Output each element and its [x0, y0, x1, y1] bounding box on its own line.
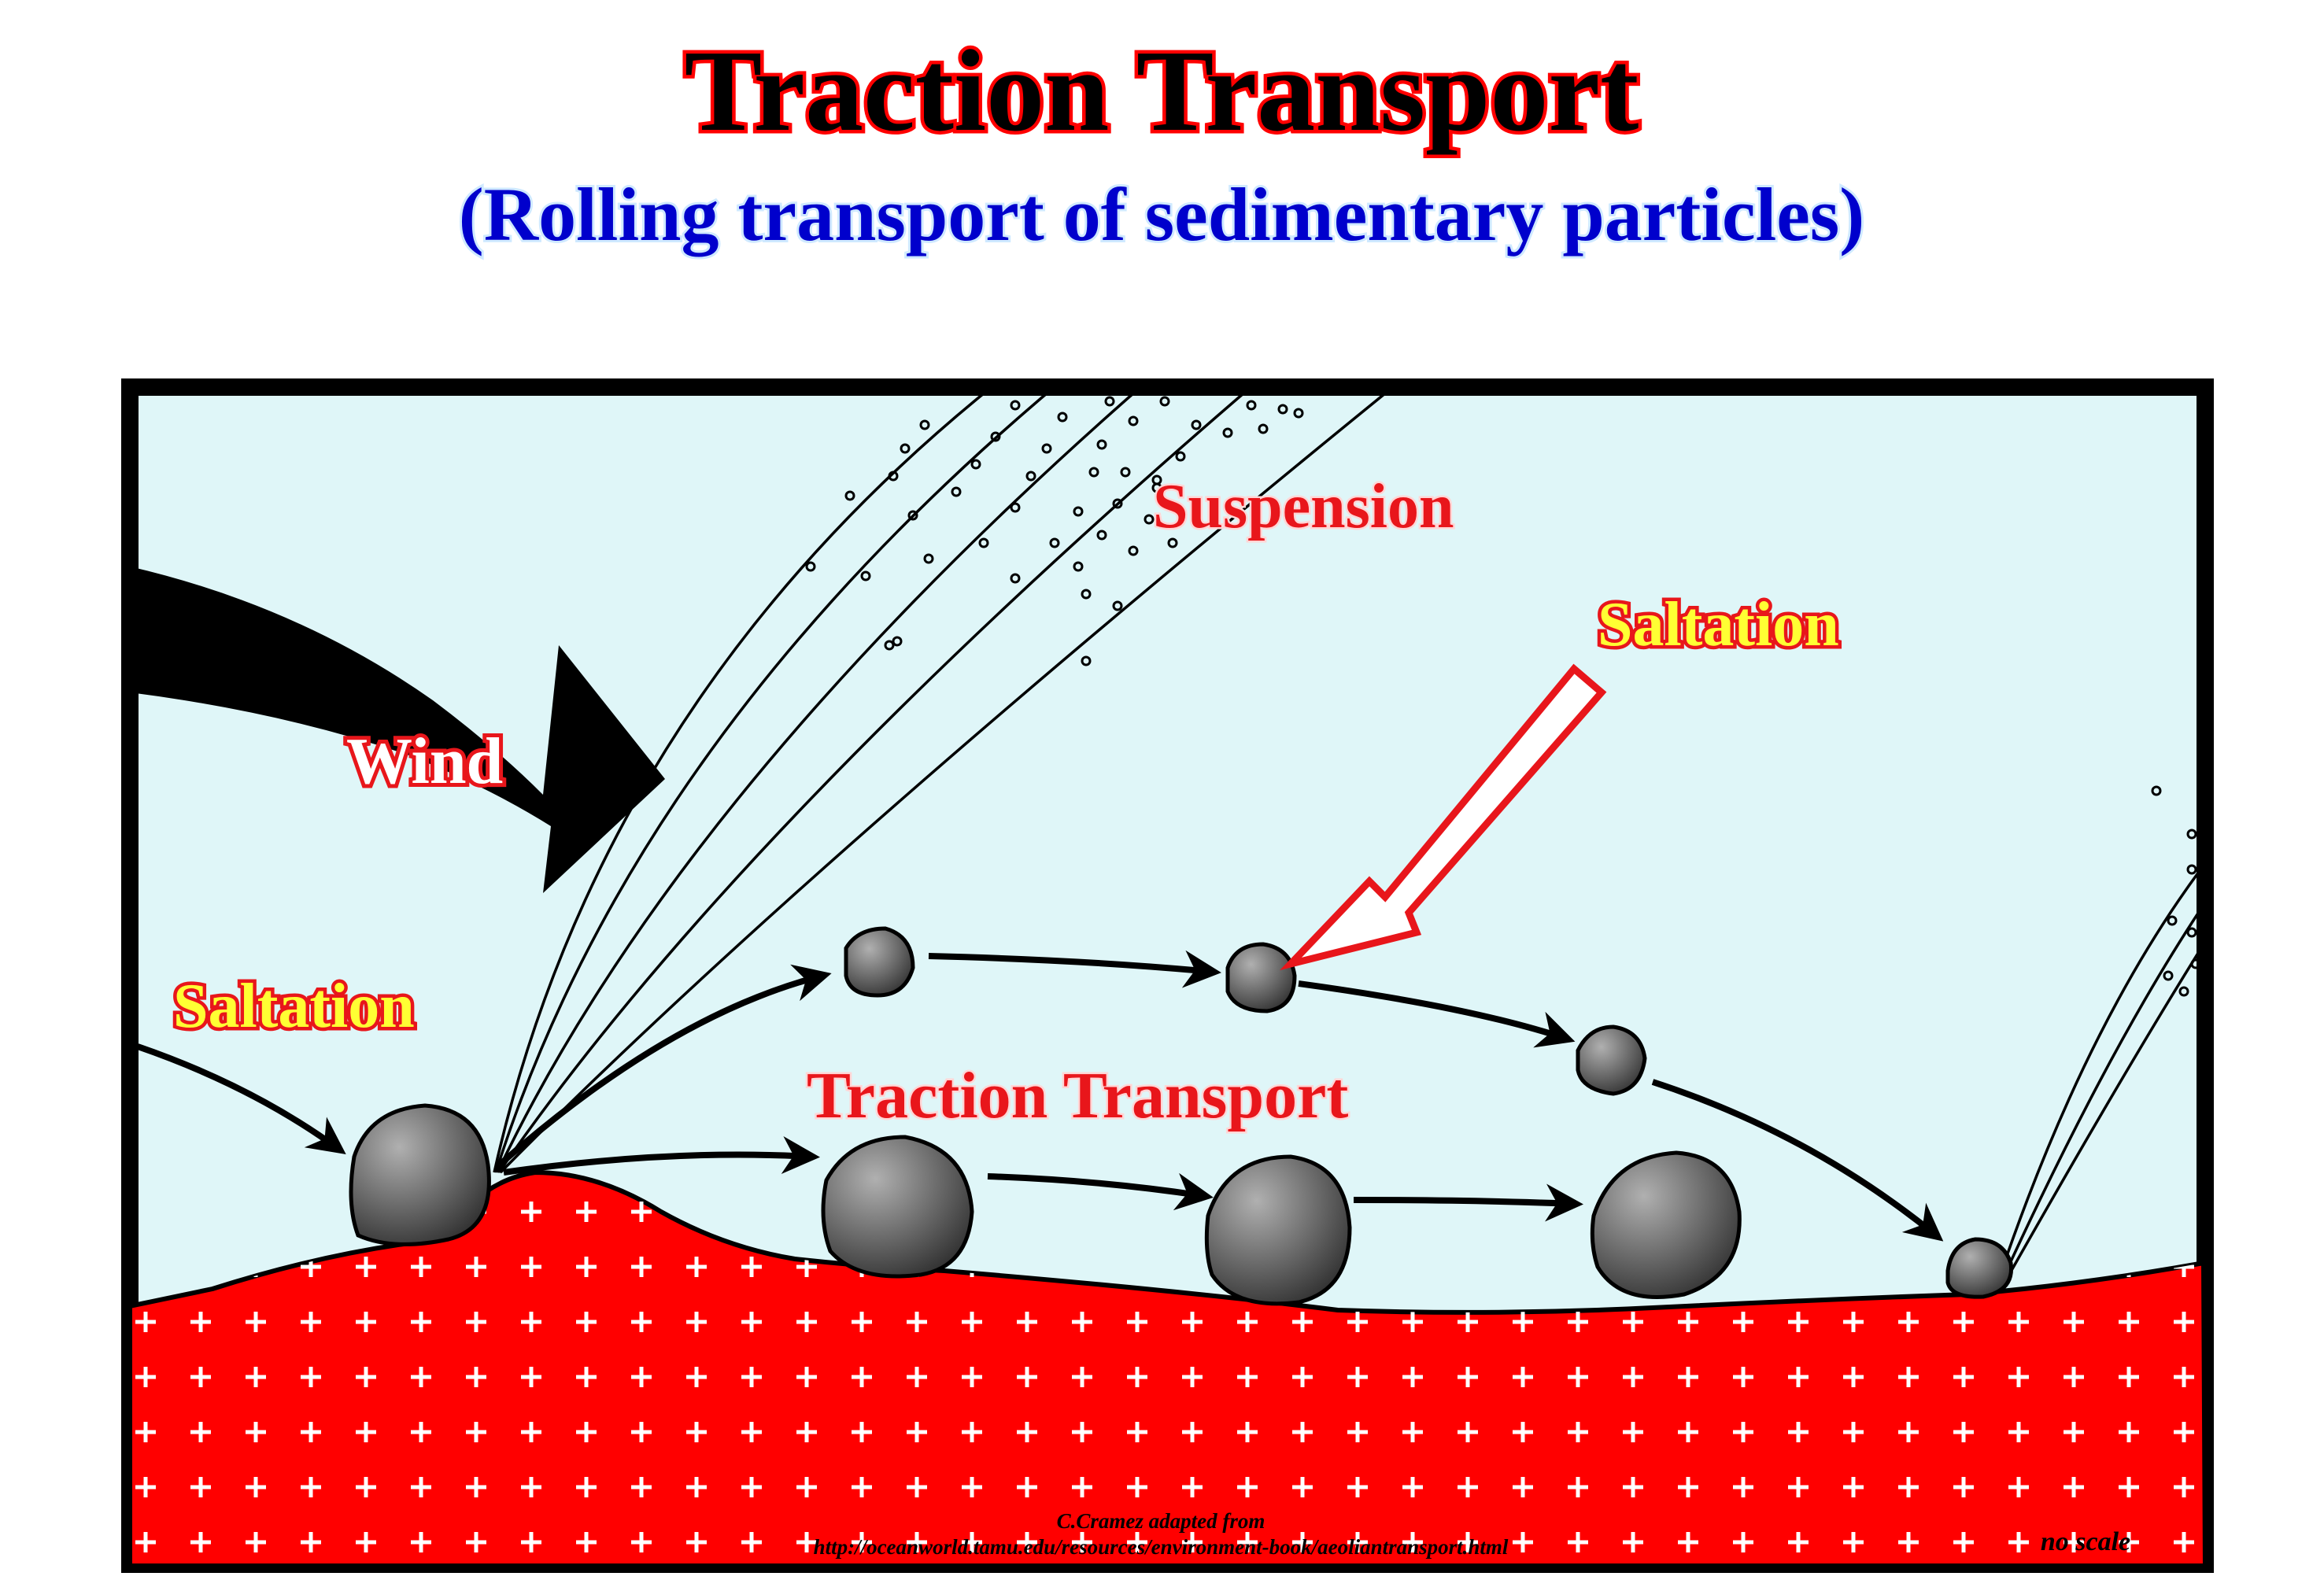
sediment-bed-marks — [130, 1172, 2205, 1564]
pebble-rolling-4 — [1590, 1150, 1742, 1299]
suspension-streamlines — [493, 392, 2205, 1279]
page-title: Traction Transport — [685, 27, 1639, 156]
trajectory-arrows — [136, 950, 1944, 1242]
label-saltation-left: Saltation — [173, 972, 415, 1041]
pebble-rolling-1 — [349, 1103, 491, 1246]
pebble-saltating-3 — [1576, 1024, 1647, 1096]
label-wind: Wind — [346, 725, 503, 798]
saltation-pointer-icon — [1280, 663, 1607, 971]
pebbles — [349, 926, 2014, 1306]
pebble-rolling-2 — [821, 1135, 974, 1279]
label-saltation-top: Saltation — [1598, 590, 1839, 659]
wind-arrow-icon — [130, 567, 665, 893]
suspended-grains — [805, 396, 2201, 997]
pebble-saltating-2 — [1225, 942, 1297, 1013]
label-suspension: Suspension — [1153, 472, 1454, 541]
credit-line-1: C.Cramez adapted from — [1057, 1509, 1265, 1533]
page-subtitle: (Rolling transport of sedimentary partic… — [459, 172, 1864, 257]
scale-note: no scale — [2041, 1527, 2130, 1556]
pebble-rolling-3 — [1204, 1154, 1352, 1306]
pebble-saltating-1 — [844, 926, 915, 998]
pebble-landing — [1945, 1237, 2014, 1299]
credit-line-2: http://oceanworld.tamu.edu/resources/env… — [814, 1535, 1509, 1559]
label-traction-transport: Traction Transport — [807, 1059, 1348, 1132]
